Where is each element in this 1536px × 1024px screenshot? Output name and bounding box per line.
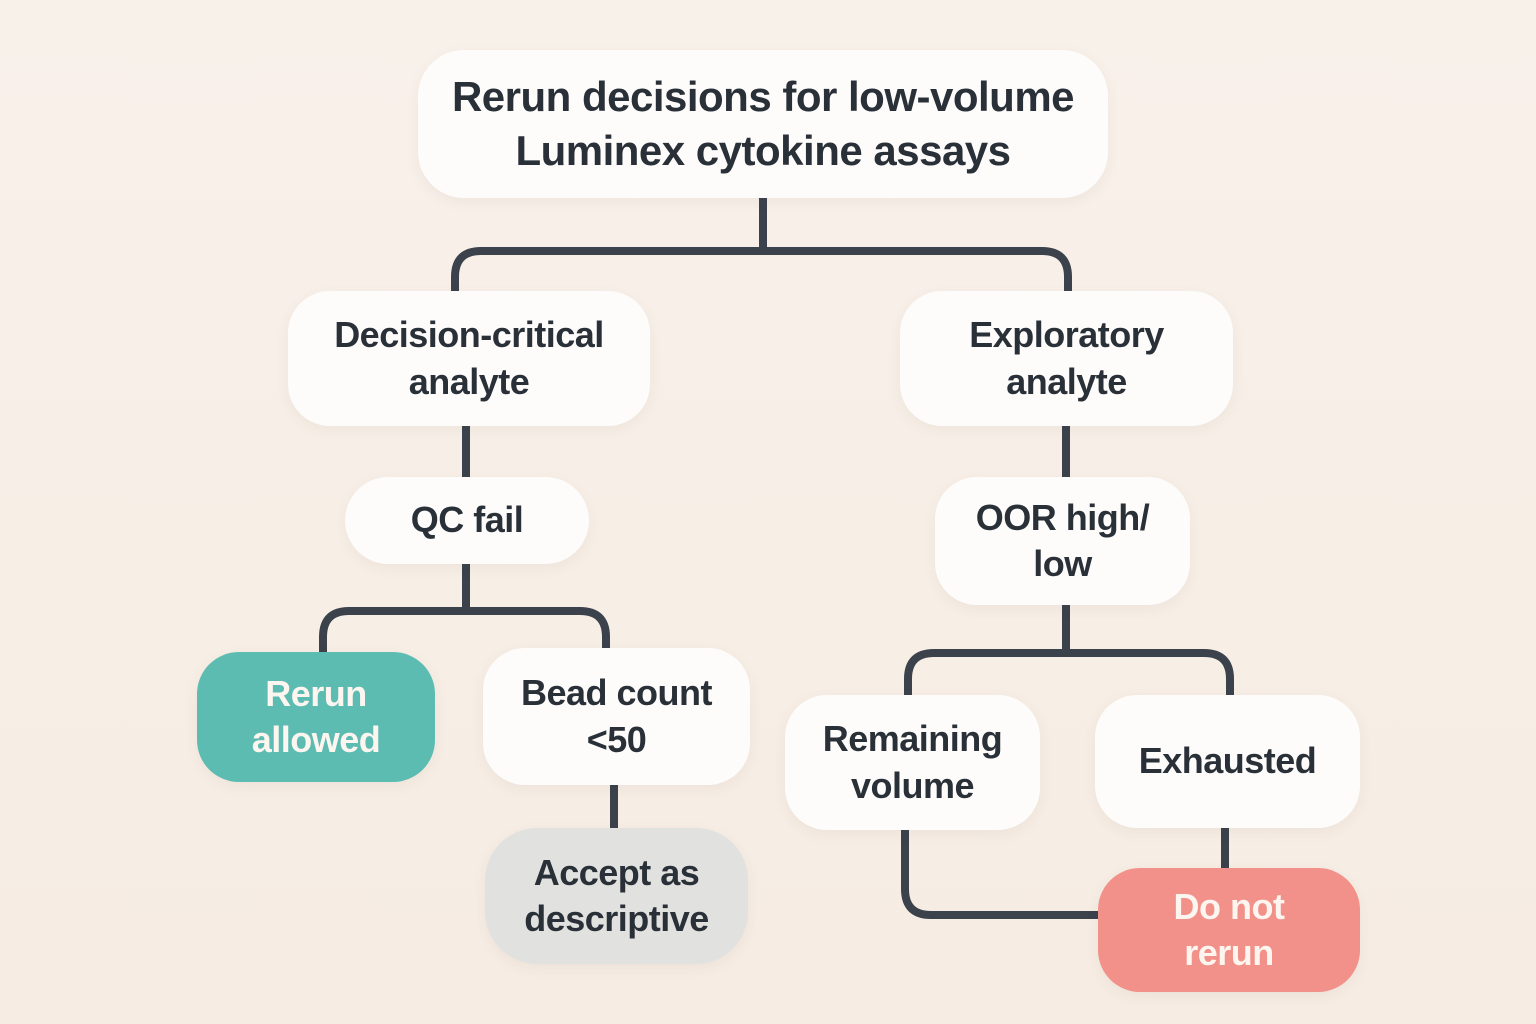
node-do-not-rerun: Do not rerun xyxy=(1098,868,1360,992)
connector-qcfail-split xyxy=(319,607,610,654)
node-decision-critical-label: Decision-critical analyte xyxy=(334,314,604,402)
node-title: Rerun decisions for low-volume Luminex c… xyxy=(418,50,1108,198)
node-rerun-allowed-label: Rerun allowed xyxy=(251,672,381,760)
node-accept-descriptive-label: Accept as descriptive xyxy=(524,851,709,939)
connector-remaining-donot xyxy=(901,830,1100,919)
connector-oor-split xyxy=(904,649,1234,697)
node-remaining-volume-label: Remaining volume xyxy=(822,718,1003,806)
node-decision-critical-analyte: Decision-critical analyte xyxy=(288,291,650,426)
connector-top-split xyxy=(451,247,1072,293)
node-exhausted-label: Exhausted xyxy=(1138,740,1317,782)
node-exploratory-analyte: Exploratory analyte xyxy=(900,291,1233,426)
node-do-not-rerun-label: Do not rerun xyxy=(1173,885,1285,973)
node-bead-count-lt50: Bead count <50 xyxy=(483,648,750,785)
node-remaining-volume: Remaining volume xyxy=(785,695,1040,830)
node-oor-high-low: OOR high/ low xyxy=(935,477,1190,605)
node-qc-fail: QC fail xyxy=(345,477,589,564)
node-title-label: Rerun decisions for low-volume Luminex c… xyxy=(451,73,1075,174)
node-exploratory-label: Exploratory analyte xyxy=(969,314,1164,402)
node-qc-fail-label: QC fail xyxy=(410,499,524,541)
node-oor-high-low-label: OOR high/ low xyxy=(975,496,1150,584)
node-bead-count-label: Bead count <50 xyxy=(520,672,713,760)
node-rerun-allowed: Rerun allowed xyxy=(197,652,435,782)
node-exhausted: Exhausted xyxy=(1095,695,1360,828)
node-accept-as-descriptive: Accept as descriptive xyxy=(485,828,748,964)
